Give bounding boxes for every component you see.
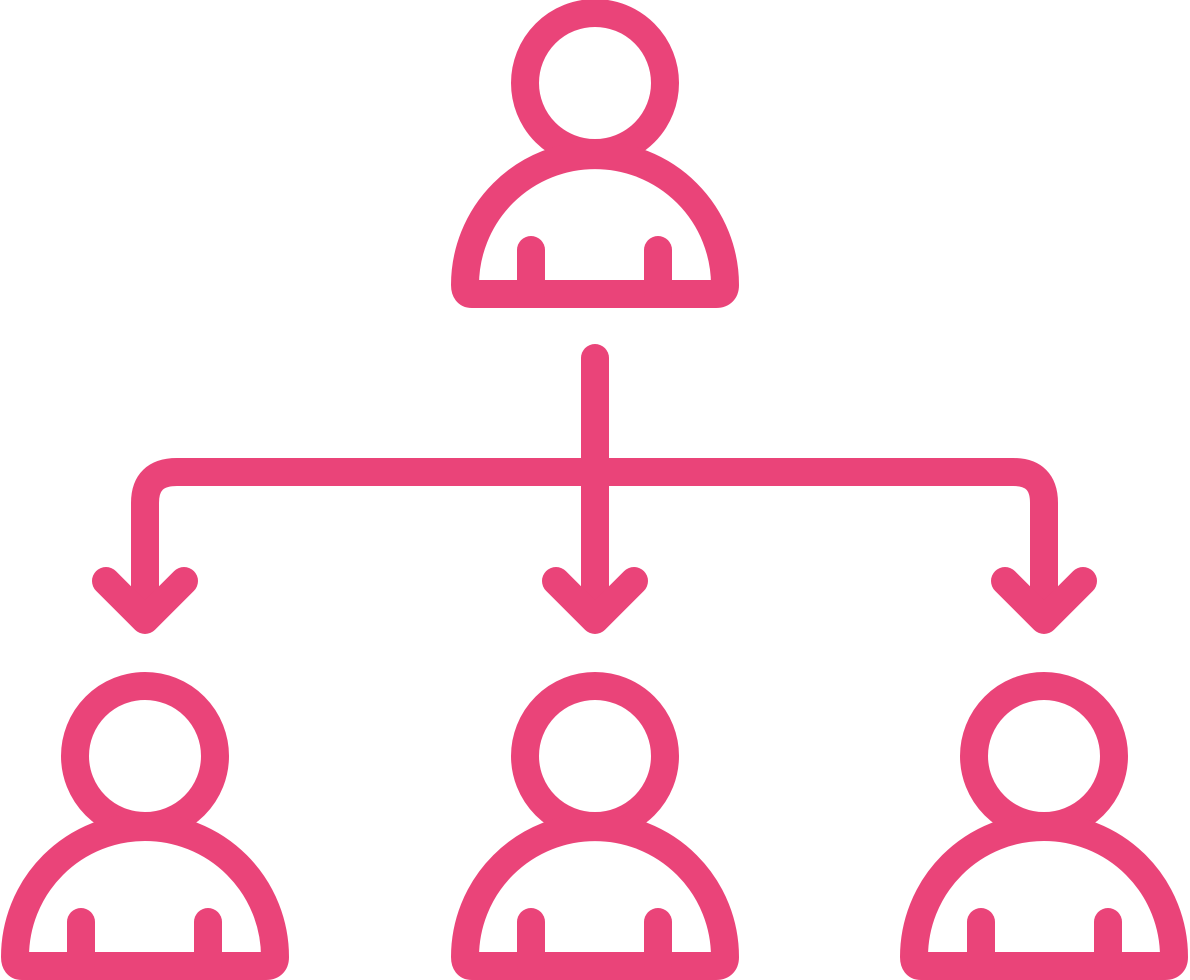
connector-branch: [131, 458, 1058, 632]
arrow-down-icon-left: [92, 567, 198, 634]
arrow-down-icon-center: [542, 567, 648, 634]
person-body: [451, 813, 739, 980]
arrow-down-icon-right: [991, 567, 1097, 634]
person-icon-center: [451, 672, 739, 980]
person-icon-top: [451, 0, 739, 308]
person-icon-right: [900, 672, 1188, 980]
person-head: [511, 672, 679, 840]
person-head: [960, 672, 1128, 840]
person-body: [900, 813, 1188, 980]
person-head: [511, 0, 679, 167]
person-icon-left: [1, 672, 289, 980]
person-body: [1, 813, 289, 980]
person-head: [61, 672, 229, 840]
hierarchy-connector: [131, 344, 1058, 632]
person-body: [451, 141, 739, 308]
